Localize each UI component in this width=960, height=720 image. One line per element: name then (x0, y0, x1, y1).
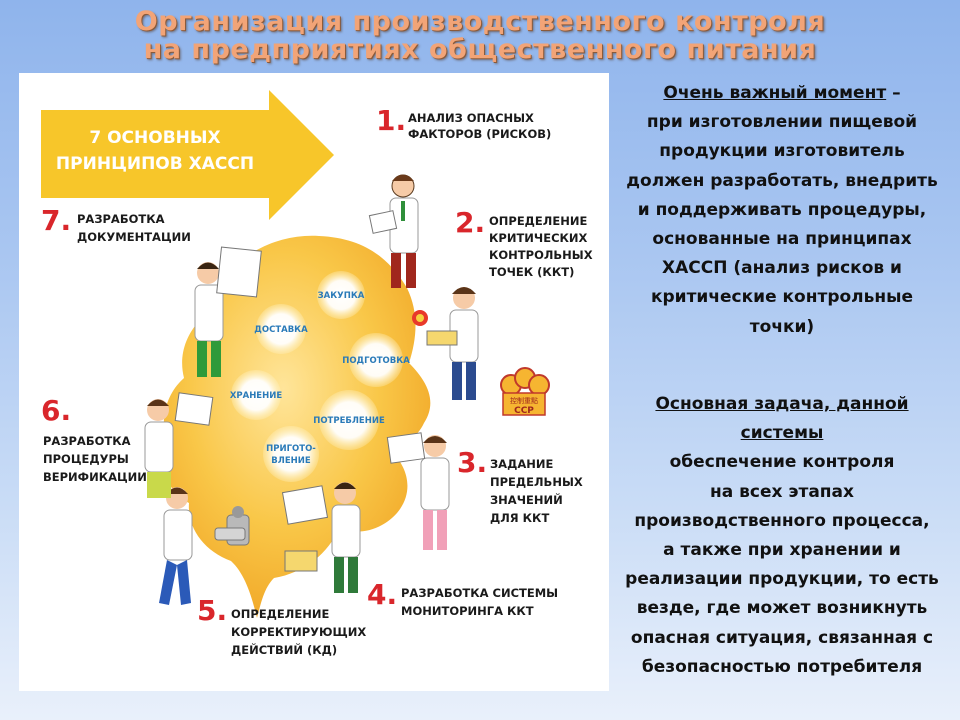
important-line: критические контрольные (650, 287, 914, 308)
valve-illustration (214, 506, 250, 546)
principle-4: 4. РАЗРАБОТКА СИСТЕМЫ МОНИТОРИНГА ККТ (367, 578, 558, 618)
stage-prigotovlenie-2: ВЛЕНИЕ (271, 456, 311, 466)
title-line-1: Организация производственного контроля (134, 6, 826, 37)
worker-1 (368, 174, 419, 288)
principle-1-line-2: ФАКТОРОВ (РИСКОВ) (408, 127, 551, 141)
important-line: при изготовлении пищевой (646, 112, 918, 133)
principle-3-line-2: ПРЕДЕЛЬНЫХ (490, 475, 583, 489)
principle-2-line-2: КРИТИЧЕСКИХ (489, 231, 588, 245)
principle-3-line-1: ЗАДАНИЕ (490, 457, 553, 471)
arrow-text-line-2: ПРИНЦИПОВ ХАССП (56, 154, 254, 174)
bubble-podgotovka (349, 333, 403, 387)
main-task-line: везде, где может возникнуть (636, 598, 928, 619)
principle-2-line-3: КОНТРОЛЬНЫХ (489, 248, 593, 262)
main-task-heading-2: системы (740, 423, 824, 444)
stage-dostavka: ДОСТАВКА (254, 325, 308, 335)
stage-podgotovka: ПОДГОТОВКА (342, 356, 410, 366)
stage-hranenie: ХРАНЕНИЕ (230, 391, 283, 401)
stage-zakupka: ЗАКУПКА (318, 291, 365, 301)
important-heading: Очень важный момент (663, 83, 887, 103)
main-task-heading-1: Основная задача, данной (655, 394, 909, 414)
bubble-zakupka (317, 271, 365, 319)
ccp-label: CCP (514, 406, 534, 416)
page-title: Организация производственного контроля н… (0, 8, 960, 64)
important-line: точки) (749, 316, 815, 337)
principle-6-line-2: ПРОЦЕДУРЫ (43, 452, 129, 466)
principle-1-line-1: АНАЛИЗ ОПАСНЫХ (408, 111, 534, 125)
principle-6: 6. РАЗРАБОТКА ПРОЦЕДУРЫ ВЕРИФИКАЦИИ (41, 394, 147, 484)
main-task-line: на всех этапах (710, 481, 854, 502)
stage-potreblenie: ПОТРЕБЛЕНИЕ (313, 416, 385, 426)
ccp-badge: 控制重點 CCP (500, 367, 550, 416)
principle-1-number: 1. (376, 104, 406, 137)
main-task-line: обеспечение контроля (669, 452, 895, 473)
principle-6-number: 6. (41, 394, 71, 427)
principle-5-line-3: ДЕЙСТВИЙ (КД) (231, 642, 337, 657)
principle-3-line-3: ЗНАЧЕНИЙ (490, 492, 563, 507)
principle-5-line-2: КОРРЕКТИРУЮЩИХ (231, 625, 366, 639)
process-blob: ЗАКУПКА ДОСТАВКА ПОДГОТОВКА ХРАНЕНИЕ ПОТ… (163, 235, 431, 618)
principle-7-line-2: ДОКУМЕНТАЦИИ (77, 230, 191, 244)
bubble-dostavka (256, 304, 306, 354)
main-task-line: а также при хранении и (663, 540, 901, 561)
title-line-2: на предприятиях общественного питания (143, 34, 817, 65)
principle-3-line-4: ДЛЯ ККТ (490, 511, 549, 525)
worker-7 (194, 246, 262, 377)
haccp-infographic: 7 ОСНОВНЫХ ПРИНЦИПОВ ХАССП ЗАКУПКА ДОСТА… (19, 73, 609, 691)
principle-7: 7. РАЗРАБОТКА ДОКУМЕНТАЦИИ (41, 204, 191, 244)
principle-1: 1. АНАЛИЗ ОПАСНЫХ ФАКТОРОВ (РИСКОВ) (376, 104, 551, 141)
principle-3-number: 3. (457, 446, 487, 479)
important-line: основанные на принципах (652, 229, 912, 250)
worker-4 (281, 482, 361, 593)
important-line: ХАССП (анализ рисков и (662, 258, 902, 279)
main-task-line: безопасностью потребителя (641, 656, 923, 677)
worker-3 (386, 432, 450, 550)
main-task-note: Основная задача, данной системы обеспече… (612, 390, 952, 682)
infographic-canvas: 7 ОСНОВНЫХ ПРИНЦИПОВ ХАССП ЗАКУПКА ДОСТА… (41, 90, 593, 657)
worker-2 (412, 287, 479, 400)
principles-arrow: 7 ОСНОВНЫХ ПРИНЦИПОВ ХАССП (41, 90, 334, 220)
principle-6-line-3: ВЕРИФИКАЦИИ (43, 470, 147, 484)
main-task-line: производственного процесса, (634, 510, 930, 531)
principle-4-line-1: РАЗРАБОТКА СИСТЕМЫ (401, 586, 558, 600)
worker-5 (159, 487, 193, 605)
principle-3: 3. ЗАДАНИЕ ПРЕДЕЛЬНЫХ ЗНАЧЕНИЙ ДЛЯ ККТ (457, 446, 583, 525)
important-line: должен разработать, внедрить (626, 170, 938, 191)
important-dash: – (886, 83, 901, 103)
principle-5-number: 5. (197, 594, 227, 627)
principle-4-number: 4. (367, 578, 397, 611)
stage-prigotovlenie-1: ПРИГОТО- (266, 444, 316, 454)
arrow-text-line-1: 7 ОСНОВНЫХ (89, 128, 220, 148)
important-line: продукции изготовитель (659, 141, 905, 162)
bubble-prigotovlenie (263, 426, 319, 482)
principle-2-number: 2. (455, 206, 485, 239)
bubble-hranenie (231, 370, 281, 420)
important-heading-row: Очень важный момент – (612, 79, 952, 108)
principle-6-line-1: РАЗРАБОТКА (43, 434, 131, 448)
main-task-line: опасная ситуация, связанная с (630, 627, 934, 648)
principle-4-line-2: МОНИТОРИНГА ККТ (401, 604, 534, 618)
principle-5: 5. ОПРЕДЕЛЕНИЕ КОРРЕКТИРУЮЩИХ ДЕЙСТВИЙ (… (197, 594, 366, 657)
principle-2: 2. ОПРЕДЕЛЕНИЕ КРИТИЧЕСКИХ КОНТРОЛЬНЫХ Т… (455, 206, 593, 279)
main-task-line: реализации продукции, то есть (625, 569, 939, 590)
bubble-potreblenie (319, 390, 379, 450)
principle-7-line-1: РАЗРАБОТКА (77, 212, 165, 226)
worker-6 (144, 392, 214, 498)
important-note: Очень важный момент – при изготовлении п… (612, 79, 952, 342)
principle-2-line-4: ТОЧЕК (ККТ) (489, 265, 574, 279)
principle-2-line-1: ОПРЕДЕЛЕНИЕ (489, 214, 587, 228)
principle-5-line-1: ОПРЕДЕЛЕНИЕ (231, 607, 329, 621)
ccp-kanji: 控制重點 (510, 396, 538, 405)
important-line: и поддерживать процедуры, (637, 199, 927, 220)
principle-7-number: 7. (41, 204, 71, 237)
